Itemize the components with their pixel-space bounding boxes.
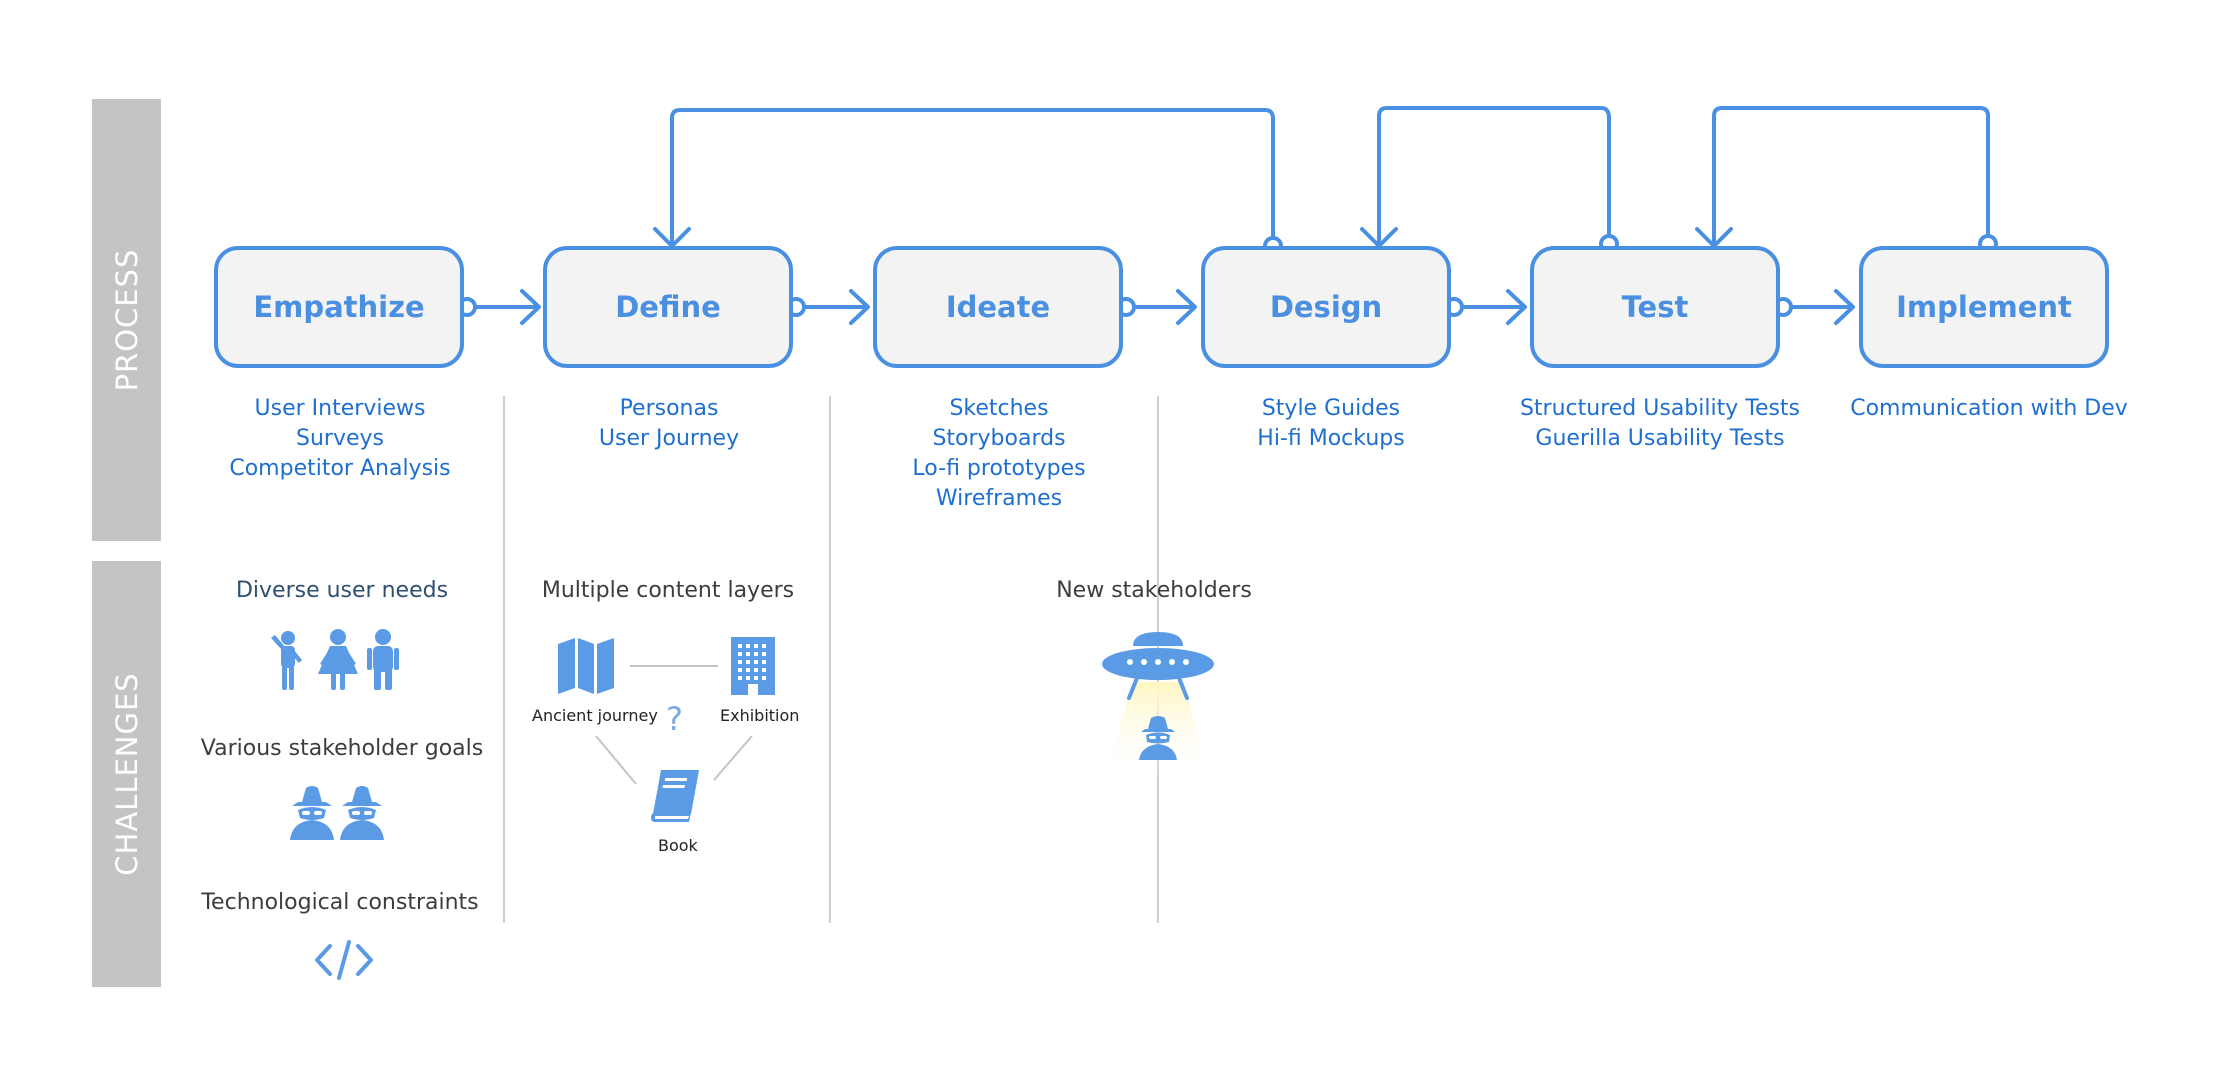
method-item: Guerilla Usability Tests: [1535, 426, 1785, 451]
methods-implement: Communication with Dev: [1824, 394, 2154, 424]
method-item: Structured Usability Tests: [1519, 396, 1801, 421]
stage-label: Design: [1269, 290, 1383, 324]
challenge-title: Technological constraints: [201, 890, 479, 915]
method-item: Sketches: [949, 396, 1049, 421]
challenges-band: CHALLENGES: [92, 561, 161, 987]
challenge-title: Diverse user needs: [235, 578, 449, 603]
column-divider: [829, 396, 831, 923]
stage-label: Empathize: [253, 290, 425, 324]
people-icon: [271, 629, 399, 690]
method-item: Wireframes: [935, 486, 1063, 511]
stage-test: Test: [1530, 246, 1780, 368]
arrow-design-test: [1457, 289, 1527, 325]
stage-label: Implement: [1896, 290, 2072, 324]
method-item: User Journey: [598, 426, 740, 451]
methods-test: Structured Usability Tests Guerilla Usab…: [1495, 394, 1825, 454]
stage-ideate: Ideate: [873, 246, 1123, 368]
arrow-define-ideate: [799, 289, 870, 325]
stage-design: Design: [1201, 246, 1451, 368]
method-item: Style Guides: [1261, 396, 1401, 421]
method-item: User Interviews: [254, 396, 426, 421]
question-mark: ?: [666, 700, 683, 738]
stage-label: Define: [615, 290, 721, 324]
stage-implement: Implement: [1859, 246, 2109, 368]
challenge-title: Various stakeholder goals: [200, 736, 484, 761]
methods-design: Style Guides Hi-fi Mockups: [1166, 394, 1496, 454]
arrow-empathize-define: [472, 289, 541, 325]
building-icon: [731, 637, 775, 695]
ufo-icon: [1102, 632, 1214, 780]
stage-empathize: Empathize: [214, 246, 464, 368]
stage-define: Define: [543, 246, 793, 368]
method-item: Storyboards: [932, 426, 1066, 451]
arrow-test-implement: [1787, 289, 1855, 325]
method-item: Surveys: [296, 426, 384, 451]
methods-ideate: Sketches Storyboards Lo-fi prototypes Wi…: [834, 394, 1164, 514]
method-item: Hi-fi Mockups: [1257, 426, 1405, 451]
stage-label: Ideate: [945, 290, 1051, 324]
spy-icon: [290, 786, 384, 840]
methods-empathize: User Interviews Surveys Competitor Analy…: [175, 394, 505, 484]
code-icon: [315, 940, 373, 980]
map-icon: [558, 638, 614, 694]
arrow-ideate-design: [1129, 289, 1197, 325]
book-icon: [651, 770, 699, 822]
method-item: Communication with Dev: [1850, 396, 2128, 421]
node-book: Book: [658, 836, 698, 855]
method-item: Personas: [619, 396, 719, 421]
challenge-title: New stakeholders: [1056, 578, 1252, 603]
stage-label: Test: [1621, 290, 1689, 324]
methods-define: Personas User Journey: [504, 394, 834, 454]
column-divider: [503, 396, 505, 923]
node-ancient-journey: Ancient journey: [532, 706, 658, 725]
method-item: Competitor Analysis: [229, 456, 451, 481]
method-item: Lo-fi prototypes: [912, 456, 1086, 481]
process-band: PROCESS: [92, 99, 161, 541]
challenge-title: Multiple content layers: [541, 578, 795, 603]
node-exhibition: Exhibition: [720, 706, 800, 725]
